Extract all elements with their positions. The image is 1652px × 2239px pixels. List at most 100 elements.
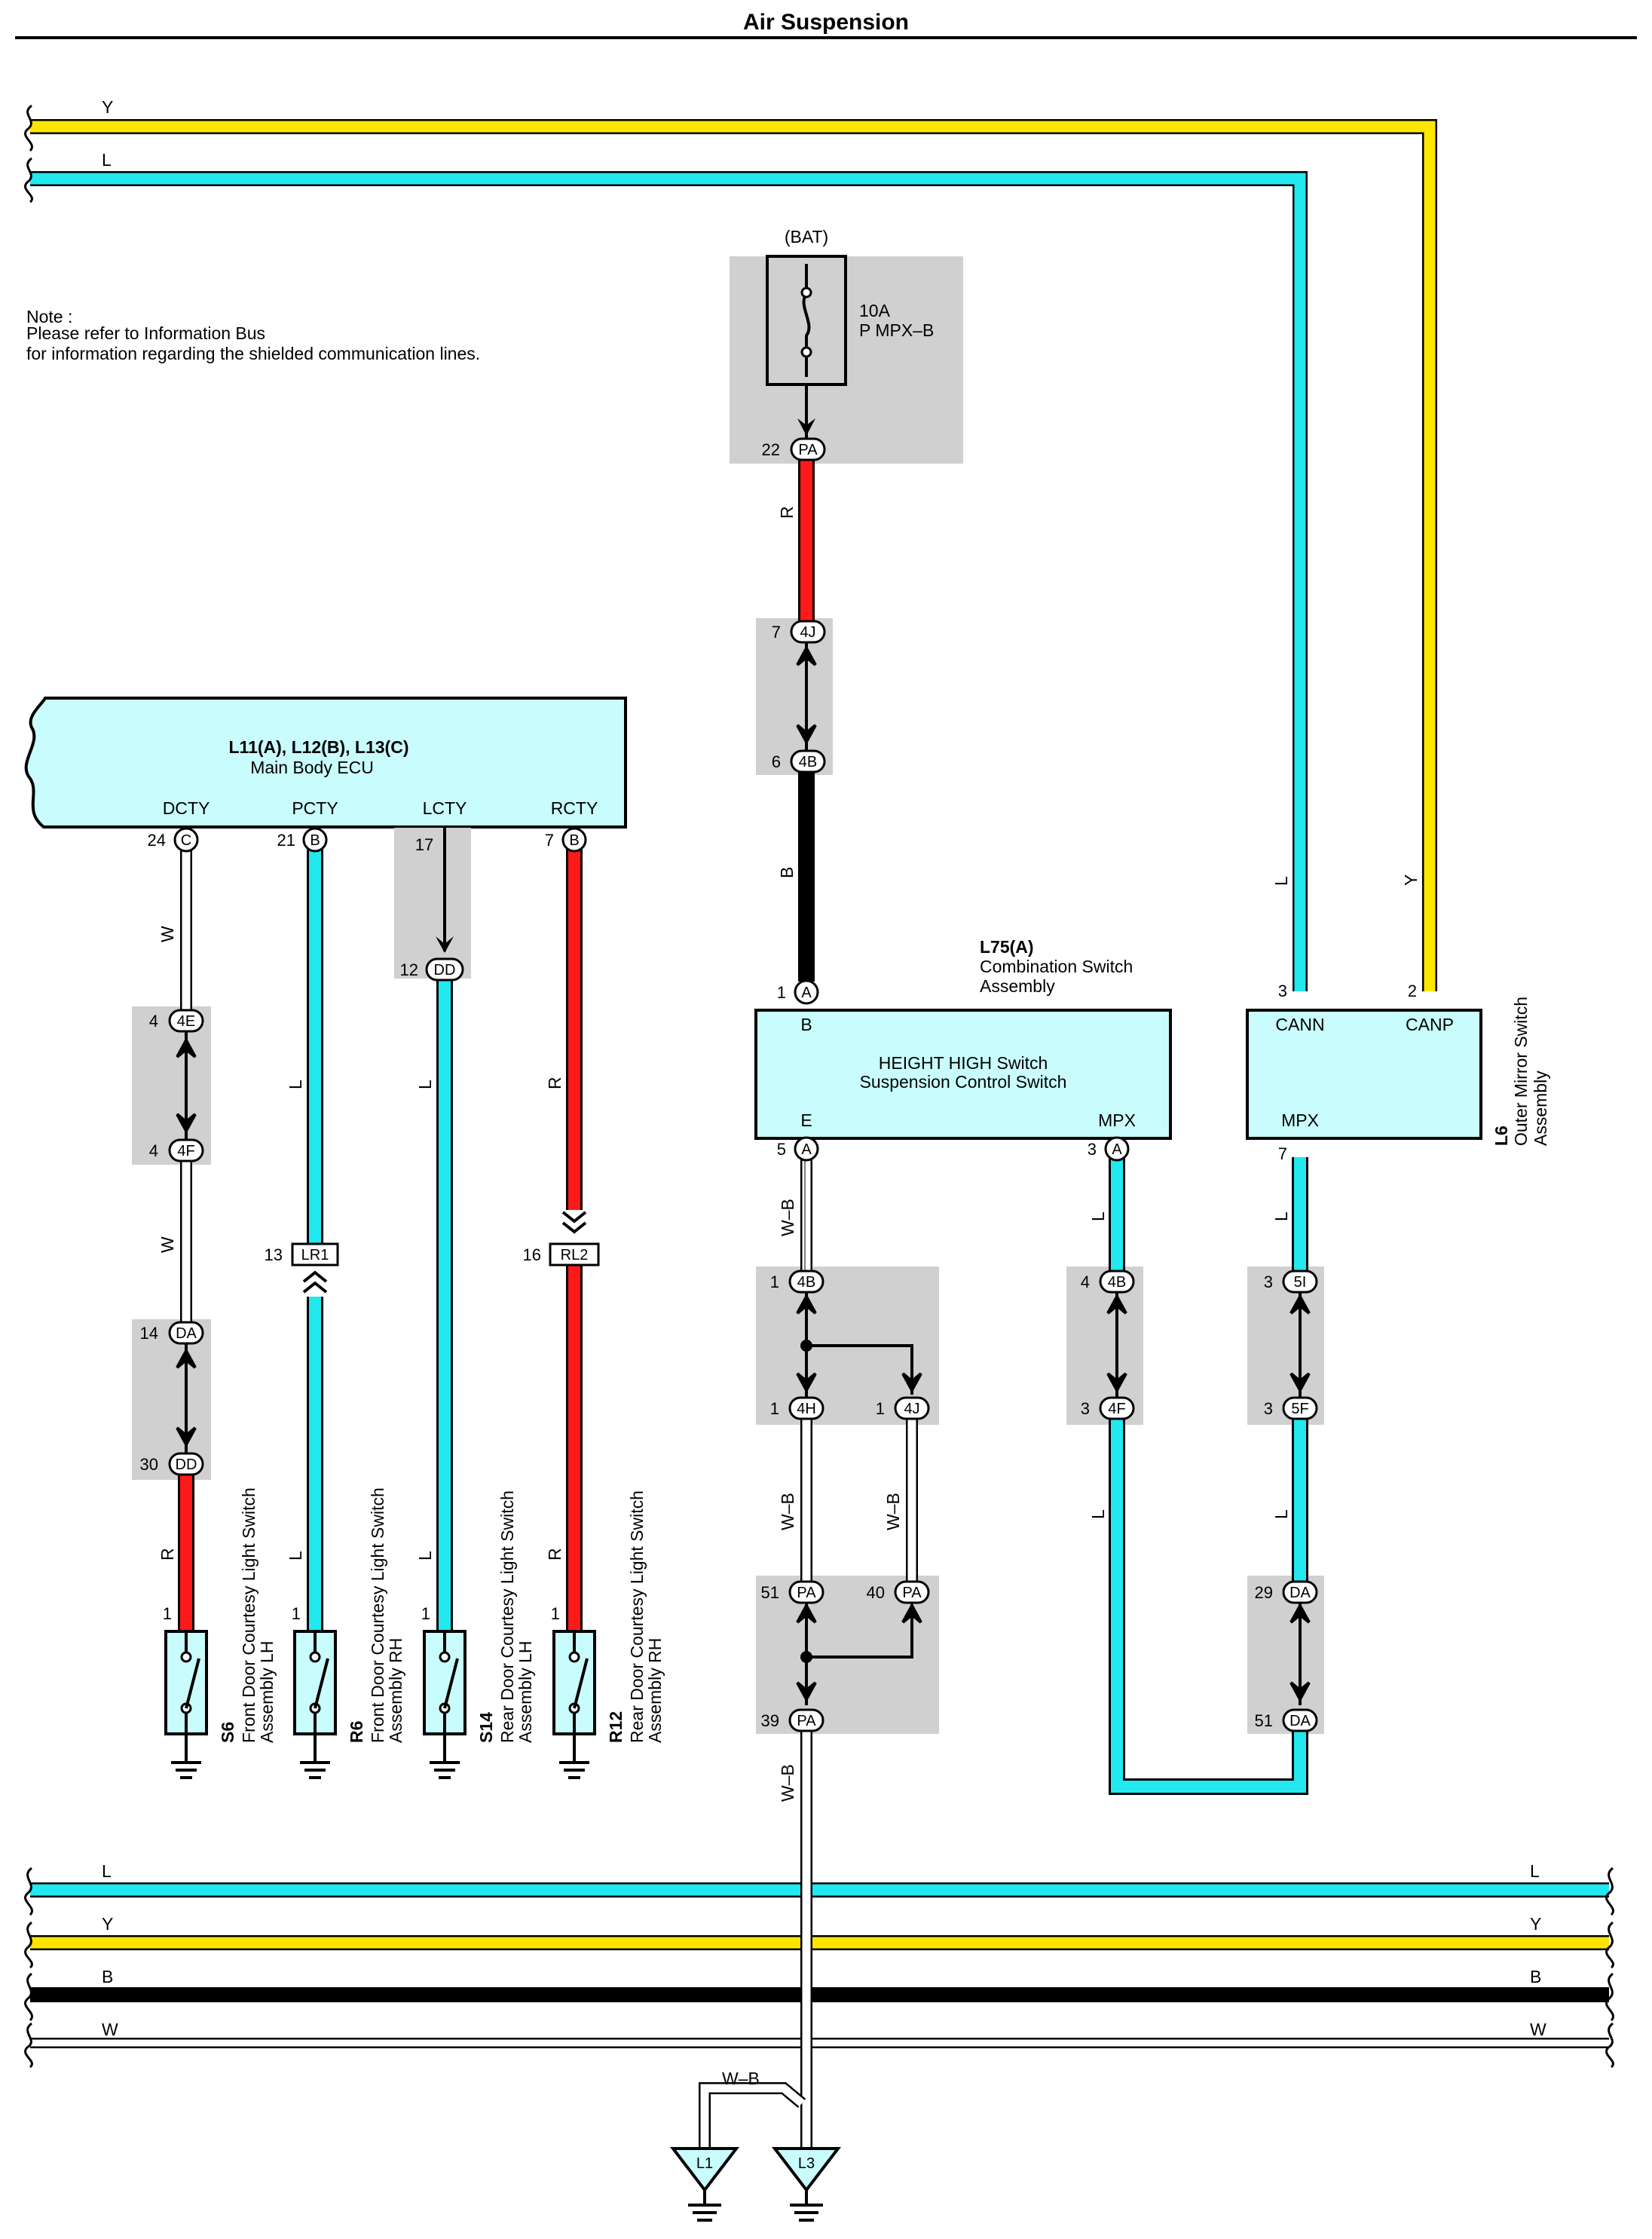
mirror-box [1246, 1009, 1482, 1140]
combo-title: L75(A) [980, 937, 1034, 957]
svg-text:A: A [801, 985, 812, 1001]
switch-contact-icon [443, 1658, 459, 1709]
svg-text:Rear Door Courtesy Light Switc: Rear Door Courtesy Light Switch [497, 1490, 517, 1743]
svg-text:40: 40 [867, 1583, 885, 1602]
combo-term-b: B [800, 1015, 812, 1034]
diagram-title: Air Suspension [743, 10, 909, 35]
link-mpx-connectors [1106, 1291, 1311, 1705]
wire-blue-mpx [1109, 1157, 1308, 1795]
mirror-mpx: MPX [1281, 1110, 1319, 1130]
combo-pin-e: A 5 [777, 1136, 819, 1162]
svg-text:R12: R12 [606, 1711, 626, 1743]
wire-label-y-canp: Y [1401, 874, 1421, 886]
connector-4e: 4E 4 [149, 1009, 204, 1033]
ground-icon [300, 1734, 330, 1779]
switch-r6: 1 R6 Front Door Courtesy Light Switch As… [292, 1487, 405, 1779]
wire-label-w-dcty-1: W [158, 926, 177, 942]
wire-label-l-mpx-3: L [1271, 1211, 1291, 1221]
connector-4f-left: 4F 4 [149, 1138, 204, 1162]
svg-text:Assembly RH: Assembly RH [645, 1638, 665, 1743]
svg-text:4: 4 [149, 1012, 158, 1031]
svg-text:1: 1 [876, 1399, 885, 1418]
combo-pin-b: A 1 [777, 979, 819, 1005]
svg-text:L3: L3 [798, 2155, 815, 2172]
connector-4b-e: 4B 1 [770, 1270, 824, 1294]
wire-label-r-dcty: R [158, 1548, 177, 1561]
svg-text:W: W [1530, 2020, 1546, 2039]
switch-s14: 1 S14 Rear Door Courtesy Light Switch As… [421, 1490, 535, 1779]
connector-dd-lcty: DD 12 [400, 957, 464, 982]
switch-contact-icon [185, 1658, 200, 1709]
mirror-sub2: Assembly [1531, 1070, 1550, 1146]
svg-text:C: C [181, 832, 191, 849]
svg-text:4B: 4B [1108, 1274, 1126, 1291]
svg-text:4F: 4F [1108, 1401, 1125, 1417]
wire-label-y-top: Y [102, 97, 113, 117]
ground-point-l3: L3 [771, 2147, 842, 2222]
switch-r12: 1 R12 Rear Door Courtesy Light Switch As… [551, 1490, 665, 1779]
mirror-title: L6 [1491, 1126, 1511, 1146]
connector-4j-e: 4J 1 [876, 1396, 930, 1420]
ground-icon [688, 2190, 721, 2222]
ground-icon [559, 1734, 589, 1779]
wire-label-l-pcty-1: L [286, 1080, 305, 1089]
wire-label-wb-4: W–B [778, 1764, 797, 1802]
svg-text:B: B [310, 832, 320, 849]
svg-text:DA: DA [1289, 1713, 1311, 1729]
svg-text:R6: R6 [347, 1721, 366, 1743]
ground-point-l1: L1 [669, 2147, 740, 2222]
svg-text:1: 1 [292, 1604, 301, 1623]
splice-4b-4h-4j [796, 1291, 922, 1398]
ecu-pin-7: B 7 [545, 827, 587, 853]
svg-text:Assembly RH: Assembly RH [386, 1638, 405, 1743]
mirror-pin-canp: 2 [1408, 982, 1417, 1000]
chevron-down-icon [561, 1211, 587, 1234]
svg-text:1: 1 [770, 1399, 779, 1418]
svg-text:LR1: LR1 [301, 1247, 329, 1263]
mirror-pin-cann: 3 [1278, 982, 1287, 1000]
break-marks-bottom [24, 1867, 1614, 2069]
connector-da-29: DA 29 [1255, 1580, 1318, 1604]
svg-text:1: 1 [163, 1604, 172, 1623]
svg-text:4J: 4J [904, 1401, 919, 1417]
wire-label-l-lcty-2: L [415, 1551, 435, 1561]
connector-4b-mid: 4B 6 [772, 749, 826, 773]
ecu-terminal-pcty: PCTY [292, 798, 338, 818]
wire-label-l-mpx-2: L [1088, 1509, 1108, 1519]
combo-line1: HEIGHT HIGH Switch [879, 1053, 1048, 1073]
connector-4j-top: 4J 7 [772, 620, 826, 644]
link-da-dd [176, 1342, 197, 1453]
combo-box [754, 1009, 1172, 1140]
svg-text:7: 7 [772, 623, 781, 642]
svg-text:Assembly LH: Assembly LH [257, 1641, 277, 1743]
svg-text:12: 12 [400, 960, 418, 979]
bottom-bus-wires [30, 1882, 1609, 2048]
wire-label-l-mpx-1: L [1088, 1211, 1108, 1221]
svg-text:L: L [102, 1861, 112, 1881]
wire-label-l-mpx-4: L [1271, 1509, 1291, 1519]
svg-text:PA: PA [902, 1585, 922, 1601]
ground-icon [171, 1734, 201, 1779]
svg-text:3: 3 [1264, 1399, 1273, 1418]
wire-label-l-pcty-2: L [286, 1551, 305, 1561]
svg-text:for information regarding the: for information regarding the shielded c… [26, 344, 480, 363]
svg-text:Rear Door Courtesy Light Switc: Rear Door Courtesy Light Switch [627, 1490, 647, 1743]
connector-da-left: DA 14 [140, 1321, 204, 1345]
svg-text:A: A [801, 1141, 812, 1158]
ecu-pin-21: B 21 [277, 827, 328, 853]
svg-text:51: 51 [761, 1583, 779, 1602]
svg-text:S6: S6 [218, 1722, 237, 1743]
svg-text:6: 6 [772, 752, 781, 771]
ecu-terminal-lcty: LCTY [423, 798, 467, 818]
connector-pa-39: PA 39 [761, 1708, 824, 1732]
wire-label-wb-3: W–B [883, 1493, 903, 1530]
svg-text:29: 29 [1255, 1583, 1273, 1602]
svg-text:13: 13 [265, 1245, 283, 1264]
svg-text:22: 22 [762, 440, 780, 459]
svg-text:PA: PA [797, 1585, 816, 1601]
svg-text:B: B [1530, 1967, 1541, 1986]
mirror-cann: CANN [1275, 1015, 1324, 1034]
svg-text:Front Door Courtesy Light Swit: Front Door Courtesy Light Switch [239, 1487, 259, 1743]
svg-text:1: 1 [551, 1604, 560, 1623]
